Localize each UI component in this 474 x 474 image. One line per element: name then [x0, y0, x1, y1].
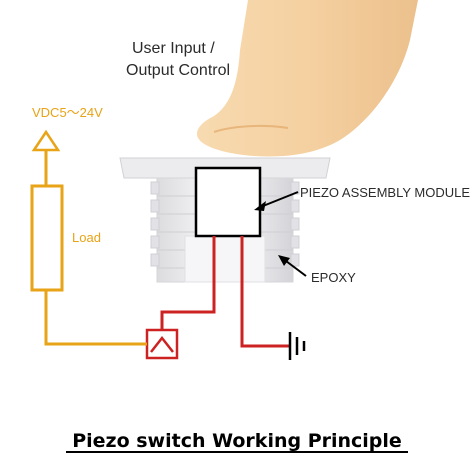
supply-circuit: [30, 150, 147, 346]
load-label: Load: [72, 230, 101, 245]
user-input-label-line2: Output Control: [126, 62, 230, 79]
piezo-assembly-label: PIEZO ASSEMBLY MODULE: [300, 185, 470, 200]
ground-icon: [288, 332, 306, 360]
signal-wires: [160, 236, 290, 348]
epoxy-label: EPOXY: [311, 270, 356, 285]
epoxy-pointer: [278, 255, 307, 277]
piezo-module: [194, 166, 262, 238]
user-input-label-line1: User Input /: [132, 40, 215, 57]
supply-voltage-label: VDC5～24V: [32, 105, 103, 120]
piezo-pointer: [254, 191, 299, 211]
diagram-title: Piezo switch Working Principle: [72, 430, 402, 452]
arrow-up-icon: [31, 129, 61, 152]
switch-contact-icon: [145, 328, 179, 360]
finger-icon: [196, 0, 418, 157]
